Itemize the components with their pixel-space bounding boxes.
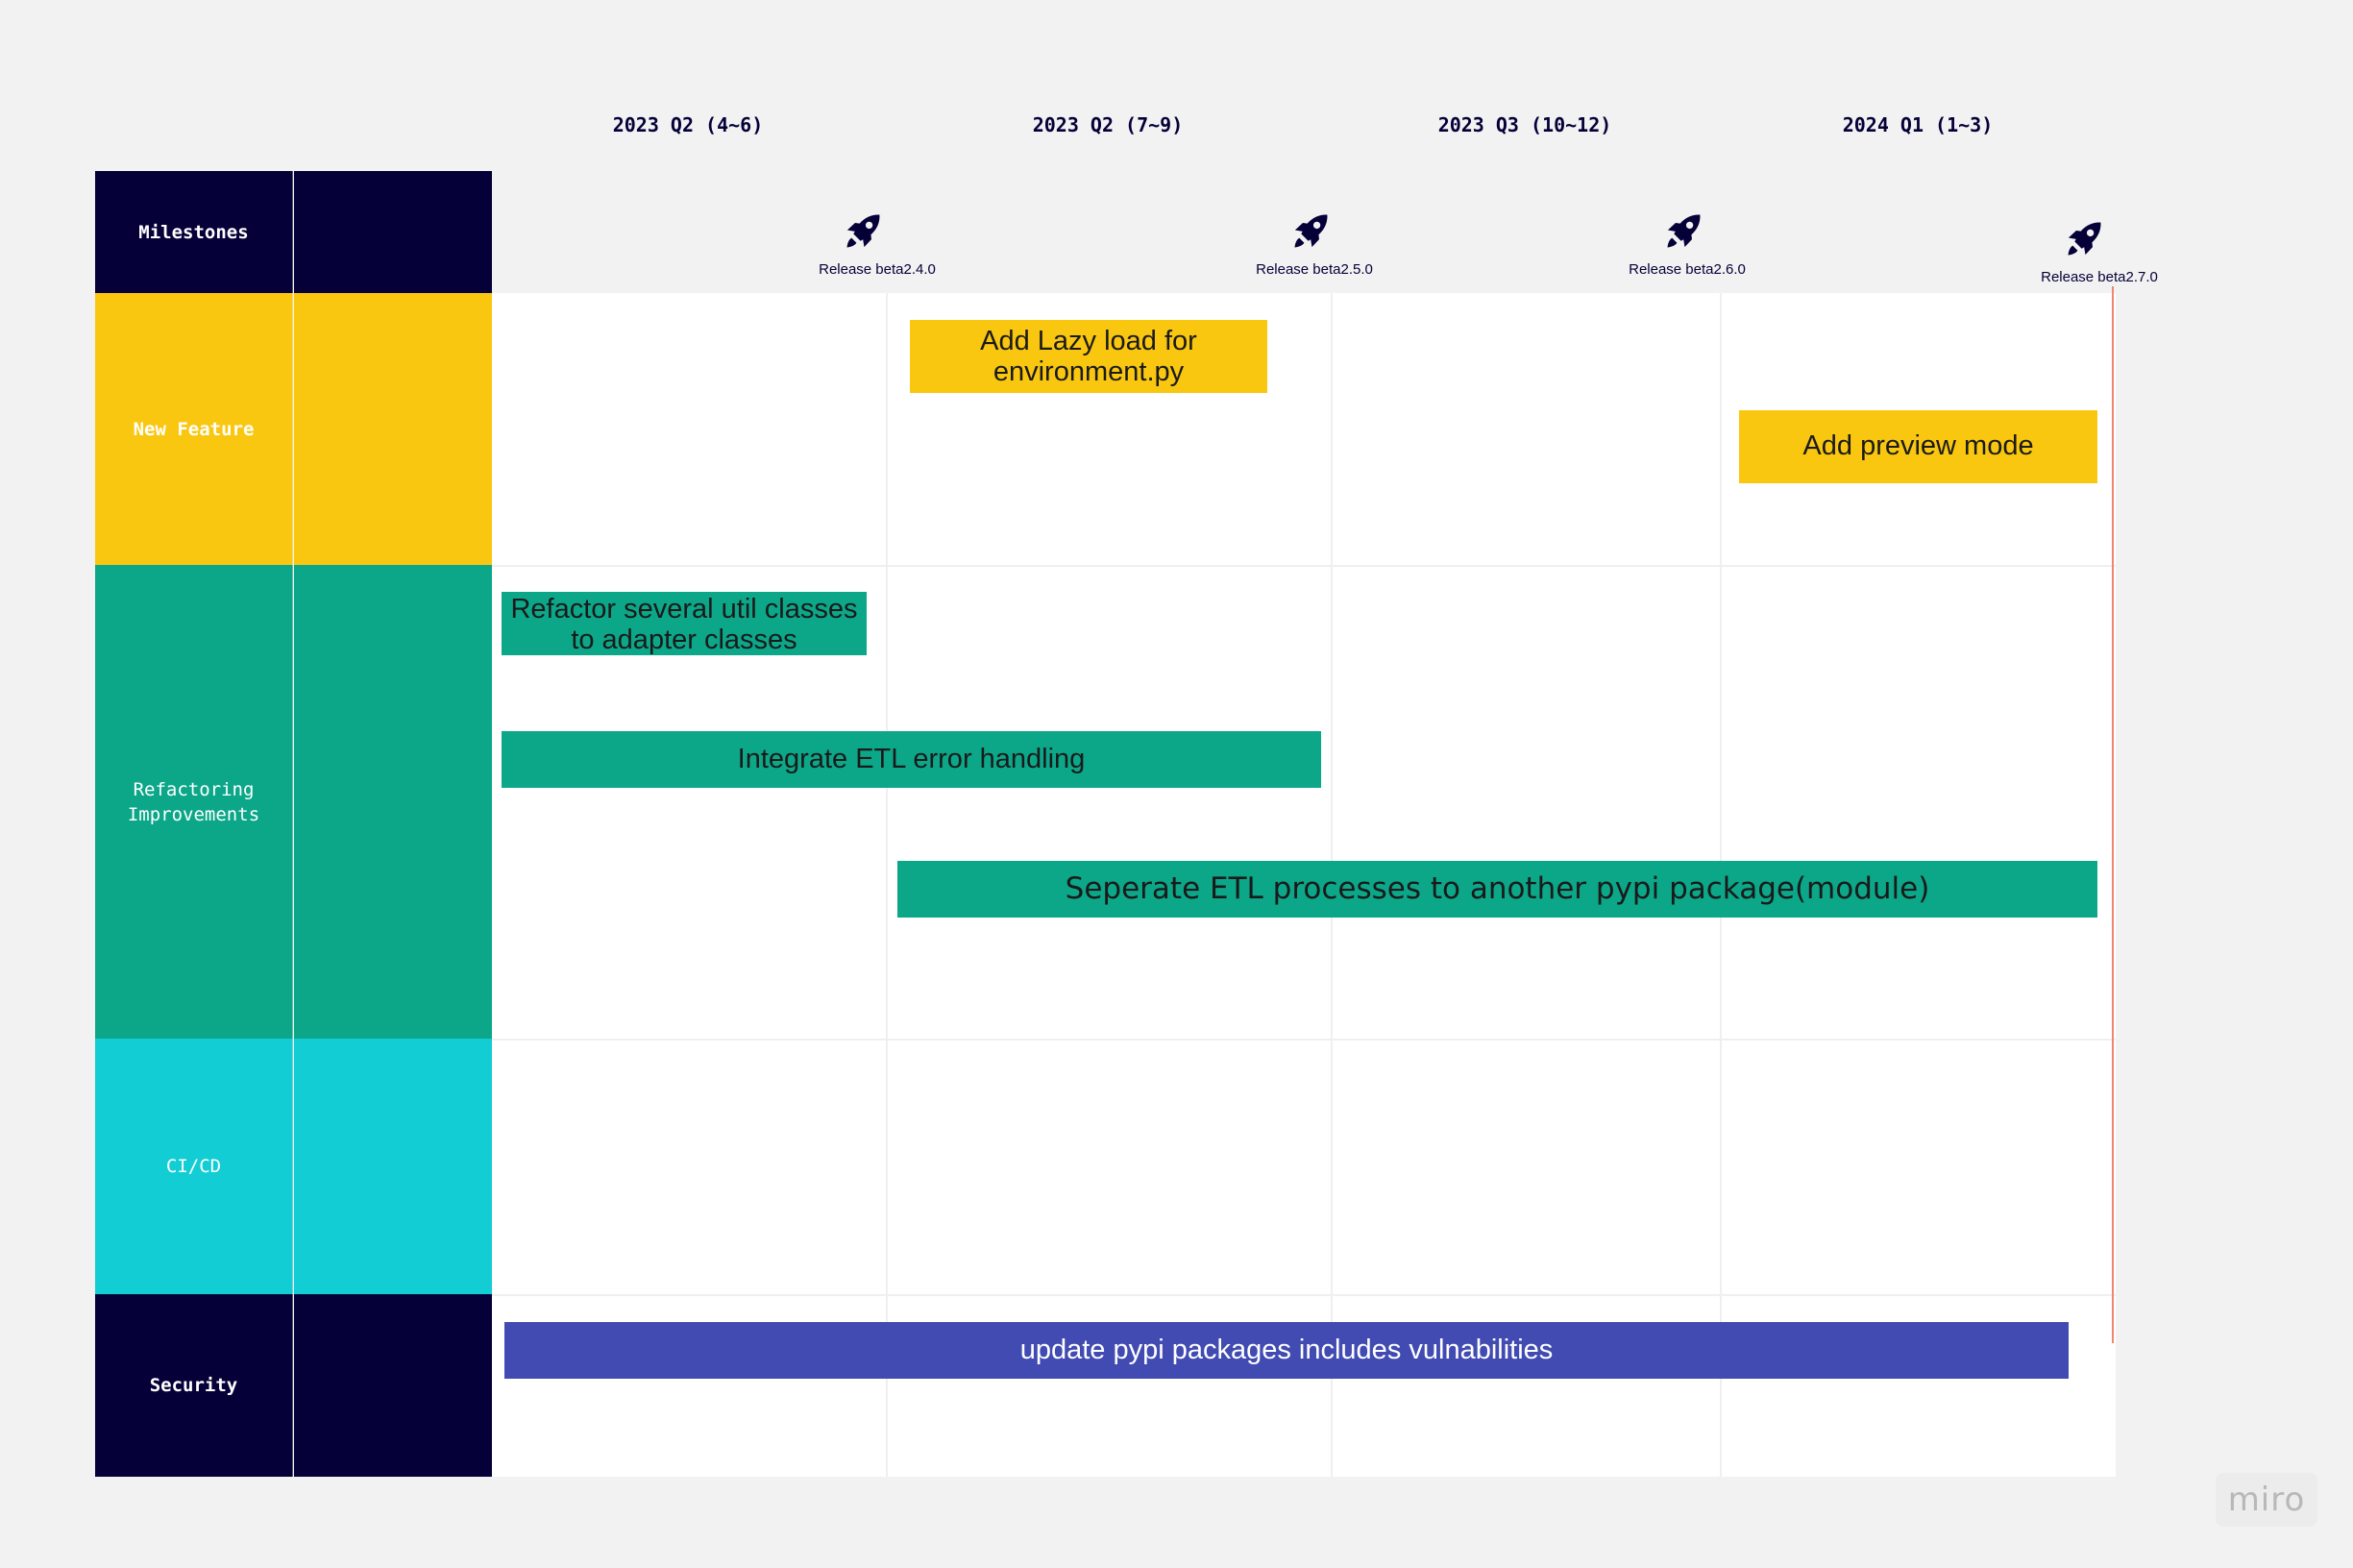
milestone-label-2: Release beta2.5.0 (1256, 261, 1373, 278)
lane-milestones: Milestones (95, 171, 293, 293)
lane-cicd-sub (294, 1039, 492, 1294)
deadline-line (2112, 286, 2114, 1343)
grid-divider (492, 1294, 2116, 1296)
card-pypi-vulnerabilities[interactable]: update pypi packages includes vulnabilit… (504, 1322, 2069, 1379)
card-etl-error[interactable]: Integrate ETL error handling (502, 731, 1321, 788)
miro-logo[interactable]: miro (2216, 1473, 2317, 1527)
card-separate-etl[interactable]: Seperate ETL processes to another pypi p… (897, 861, 2097, 918)
lane-refactoring-sub (294, 565, 492, 1039)
milestone-label-4: Release beta2.7.0 (2041, 269, 2158, 285)
quarter-header-4: 2024 Q1 (1~3) (1842, 113, 1994, 136)
lane-cicd: CI/CD (95, 1039, 293, 1294)
milestone-label-1: Release beta2.4.0 (819, 261, 936, 278)
lane-security: Security (95, 1294, 293, 1477)
rocket-icon (2063, 218, 2105, 260)
grid-divider (492, 565, 2116, 567)
rocket-icon (1662, 210, 1704, 253)
quarter-header-3: 2023 Q3 (10~12) (1437, 113, 1612, 136)
milestone-label-3: Release beta2.6.0 (1629, 261, 1746, 278)
card-refactor-util[interactable]: Refactor several util classes to adapter… (502, 592, 867, 655)
lane-new-feature: New Feature (95, 293, 293, 565)
card-preview-mode[interactable]: Add preview mode (1739, 410, 2097, 483)
rocket-icon (842, 210, 884, 253)
lane-label-milestones: Milestones (138, 221, 249, 243)
grid-divider (492, 1039, 2116, 1041)
lane-refactoring: Refactoring Improvements (95, 565, 293, 1039)
grid-divider (886, 293, 888, 1477)
lane-label-new-feature: New Feature (133, 418, 255, 440)
lane-label-cicd: CI/CD (165, 1156, 222, 1177)
rocket-icon (1289, 210, 1332, 253)
quarter-header-2: 2023 Q2 (7~9) (1032, 113, 1184, 136)
lane-label-refactoring: Refactoring Improvements (127, 778, 260, 825)
card-lazy-load[interactable]: Add Lazy load for environment.py (910, 320, 1267, 393)
lane-security-sub (294, 1294, 492, 1477)
lane-milestones-sub (294, 171, 492, 293)
quarter-header-1: 2023 Q2 (4~6) (612, 113, 764, 136)
lane-label-security: Security (149, 1375, 238, 1396)
lane-new-feature-sub (294, 293, 492, 565)
